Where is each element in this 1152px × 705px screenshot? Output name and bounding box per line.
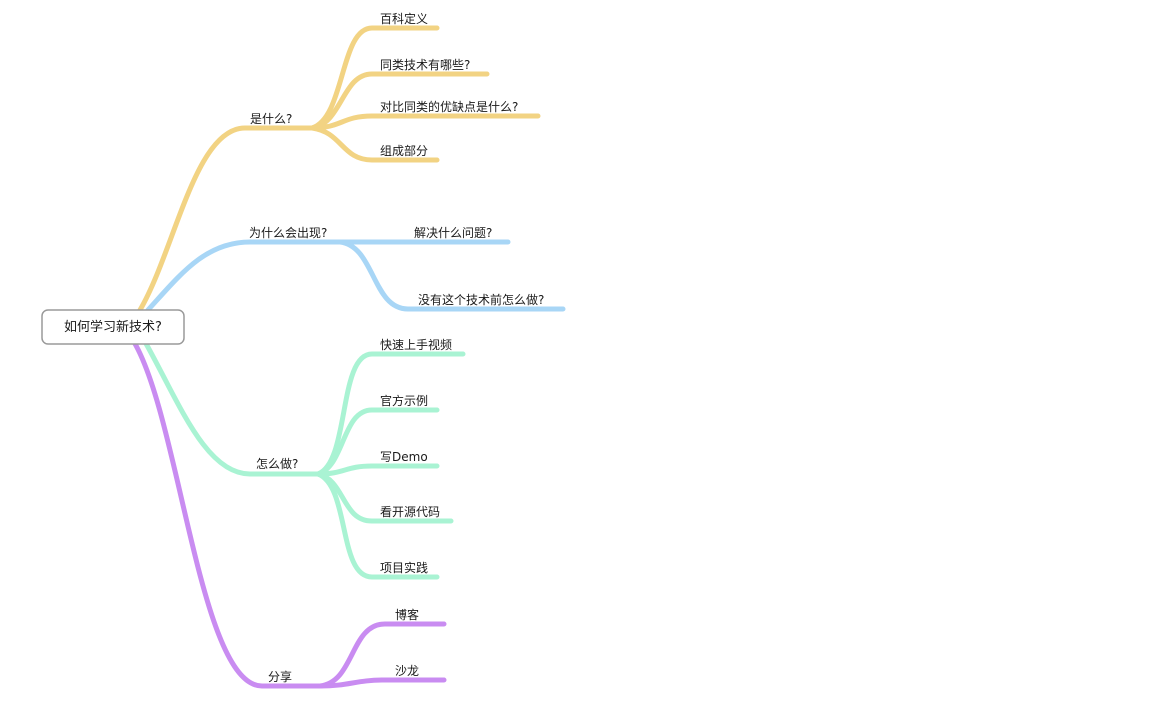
connector-share-child-2 bbox=[317, 677, 447, 689]
branch-how: 怎么做? 快速上手视频 官方示例 写Demo 看开源代码 项目实践 bbox=[141, 337, 466, 580]
node-official-examples[interactable]: 官方示例 bbox=[380, 393, 428, 408]
connector-how-child-5 bbox=[315, 471, 440, 580]
node-components[interactable]: 组成部分 bbox=[380, 143, 428, 158]
node-write-demo[interactable]: 写Demo bbox=[380, 450, 428, 464]
branch-label-why[interactable]: 为什么会出现? bbox=[249, 226, 327, 240]
branch-label-share[interactable]: 分享 bbox=[268, 669, 292, 684]
connector-what-child-1 bbox=[309, 25, 440, 131]
node-before-this-tech[interactable]: 没有这个技术前怎么做? bbox=[418, 292, 544, 307]
connector-share-child-1 bbox=[317, 621, 447, 689]
node-blog[interactable]: 博客 bbox=[395, 607, 419, 622]
connector-how-child-2 bbox=[315, 407, 440, 477]
connector-how-child-3 bbox=[315, 463, 440, 477]
node-read-open-source[interactable]: 看开源代码 bbox=[380, 505, 440, 519]
node-baike-definition[interactable]: 百科定义 bbox=[380, 11, 428, 26]
node-problem-solved[interactable]: 解决什么问题? bbox=[414, 226, 492, 240]
connector-why-child-2 bbox=[337, 239, 566, 312]
root-node-label: 如何学习新技术? bbox=[64, 319, 162, 335]
node-quickstart-video[interactable]: 快速上手视频 bbox=[380, 337, 452, 352]
node-salon[interactable]: 沙龙 bbox=[395, 664, 419, 678]
connector-what-child-3 bbox=[309, 113, 541, 131]
connector-what-child-4 bbox=[309, 125, 440, 163]
branch-share: 分享 博客 沙龙 bbox=[131, 339, 447, 689]
connector-root-to-how bbox=[141, 337, 321, 477]
node-project-practice[interactable]: 项目实践 bbox=[380, 560, 428, 575]
root-node[interactable]: 如何学习新技术? bbox=[41, 309, 185, 345]
branch-label-how[interactable]: 怎么做? bbox=[256, 456, 298, 471]
connector-root-to-share bbox=[131, 339, 323, 689]
branch-why: 为什么会出现? 解决什么问题? 没有这个技术前怎么做? bbox=[145, 226, 566, 313]
branch-label-what[interactable]: 是什么? bbox=[250, 112, 292, 126]
branch-what: 是什么? 百科定义 同类技术有哪些? 对比同类的优缺点是什么? 组成部分 bbox=[137, 11, 541, 313]
connector-what-child-2 bbox=[309, 71, 490, 131]
root-node-box bbox=[41, 309, 185, 345]
node-similar-techs[interactable]: 同类技术有哪些? bbox=[380, 58, 470, 72]
node-compare-pros-cons[interactable]: 对比同类的优缺点是什么? bbox=[380, 99, 518, 114]
connector-root-to-why bbox=[145, 239, 343, 313]
connector-root-to-what bbox=[137, 125, 315, 313]
